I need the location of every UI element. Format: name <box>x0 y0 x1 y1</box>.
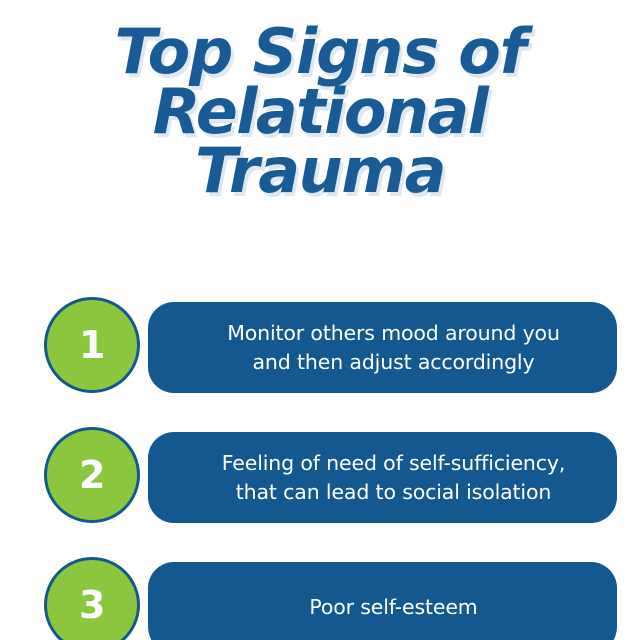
sign-text-1: Monitor others mood around you and then … <box>227 319 560 375</box>
list-item: Poor self-esteem 3 <box>0 557 640 640</box>
list-item: Feeling of need of self-sufficiency, tha… <box>0 427 640 557</box>
sign-number-2: 2 <box>79 453 105 497</box>
signs-list: Monitor others mood around you and then … <box>0 297 640 640</box>
sign-number-1: 1 <box>79 323 105 367</box>
title-line-3: Trauma <box>194 134 446 208</box>
sign-number-badge-1: 1 <box>44 297 140 393</box>
sign-number-badge-2: 2 <box>44 427 140 523</box>
sign-text-3: Poor self-esteem <box>309 593 477 621</box>
title-line-2: Relational <box>152 74 489 148</box>
sign-text-2-line-1: Feeling of need of self-sufficiency, <box>221 451 566 476</box>
sign-pill-2: Feeling of need of self-sufficiency, tha… <box>148 432 617 523</box>
sign-pill-3: Poor self-esteem <box>148 562 617 640</box>
sign-text-2: Feeling of need of self-sufficiency, tha… <box>221 449 566 505</box>
title-line-1: Top Signs of <box>114 15 527 88</box>
sign-number-3: 3 <box>79 583 105 627</box>
sign-text-1-line-2: and then adjust accordingly <box>252 349 535 374</box>
sign-pill-1: Monitor others mood around you and then … <box>148 302 617 393</box>
sign-number-badge-3: 3 <box>44 557 140 640</box>
sign-text-2-line-2: that can lead to social isolation <box>235 479 552 504</box>
sign-text-1-line-1: Monitor others mood around you <box>227 321 560 346</box>
page-title: Top Signs of Relational Trauma <box>0 15 640 208</box>
list-item: Monitor others mood around you and then … <box>0 297 640 427</box>
sign-text-3-line-1: Poor self-esteem <box>309 595 478 620</box>
